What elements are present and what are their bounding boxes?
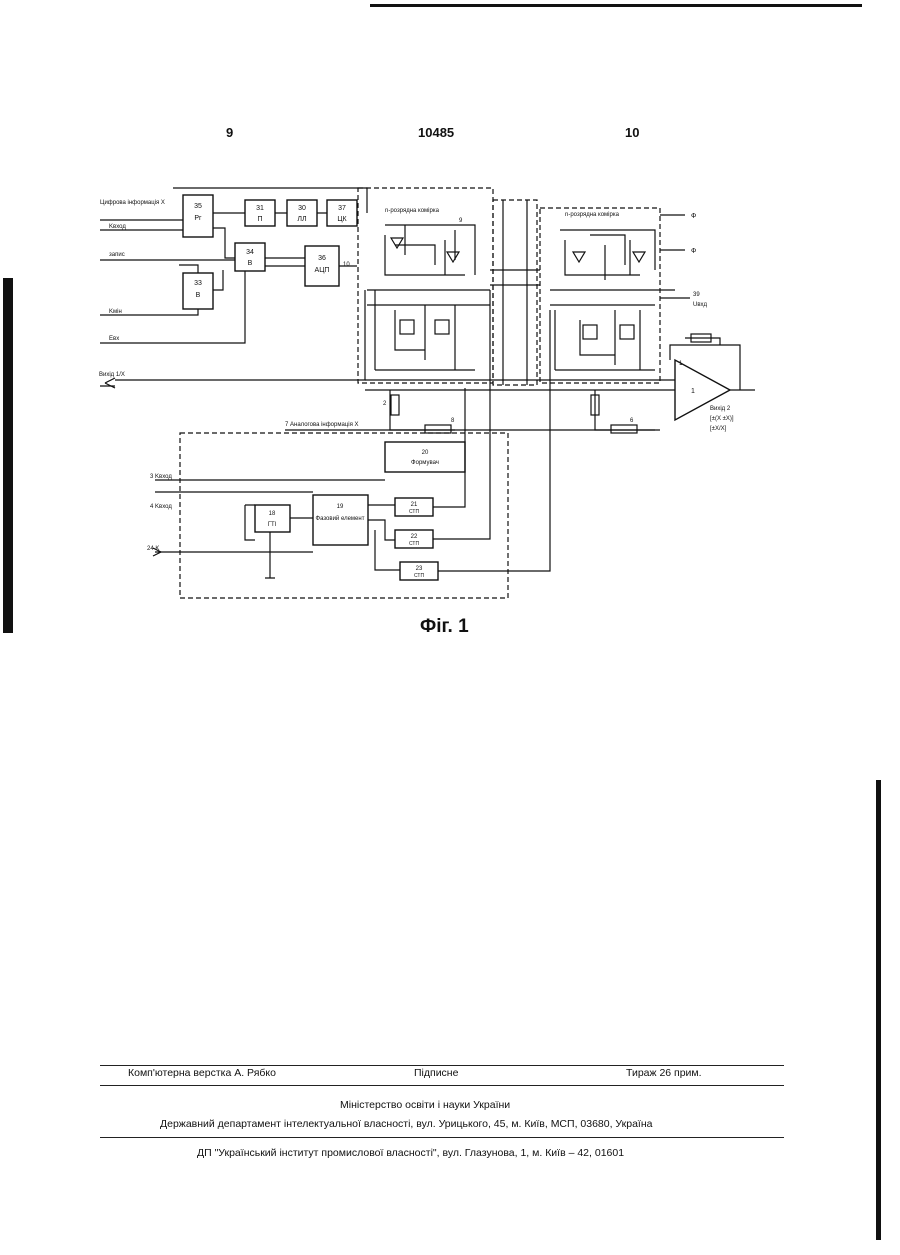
page-number-left: 9	[226, 125, 233, 140]
block-name: ГТІ	[268, 522, 277, 528]
block-35: 35 Рг	[183, 195, 213, 237]
label-num39: 39	[693, 292, 700, 298]
label-phi1: Ф	[691, 213, 696, 220]
footer-institute: ДП "Український інститут промислової вла…	[197, 1147, 624, 1159]
block-name: ЦК	[337, 216, 347, 223]
footer-ministry: Міністерство освіти і науки України	[340, 1099, 510, 1111]
block-id: 18	[269, 511, 276, 517]
label-vyhid-1: Вихід 1/X	[99, 372, 125, 378]
block-name: Рг	[194, 215, 202, 222]
block-id: 21	[411, 502, 418, 508]
block-id: 19	[337, 504, 344, 510]
block-19: 19 Фазовий елемент	[313, 495, 368, 545]
group-middle	[493, 200, 537, 385]
block-id: 31	[256, 205, 264, 212]
block-id: 35	[194, 203, 202, 210]
scan-edge-top	[370, 4, 862, 7]
block-id: 23	[416, 566, 423, 572]
block-name: П	[257, 216, 262, 223]
block-name: СТП	[409, 541, 419, 547]
page-number-right: 10	[625, 125, 639, 140]
label-e-vh: Eвх	[109, 336, 119, 342]
label-num8: 8	[451, 418, 455, 424]
label-n-razr-pam: n-розрядна комірка	[565, 212, 620, 218]
footer-circulation: Тираж 26 прим.	[626, 1067, 702, 1079]
scan-edge-right	[876, 780, 881, 1240]
label-x3-output: 24 K	[147, 546, 159, 552]
label-zpis: запис	[109, 252, 125, 258]
block-name: В	[248, 260, 253, 267]
block-id: 34	[246, 249, 254, 256]
footer-composer: Комп'ютерна верстка А. Рябко	[128, 1067, 276, 1079]
block-name: ЛЛ	[297, 216, 307, 223]
circuit-diagram: 35 Рг 31 П 30 ЛЛ 37 ЦК 34 В 33 В 36 АЦП …	[95, 180, 775, 605]
label-phi2: Ф	[691, 248, 696, 255]
footer-signed: Підписне	[414, 1067, 458, 1079]
block-18: 18 ГТІ	[255, 505, 290, 532]
label-num6: 6	[630, 418, 634, 424]
block-name: Фазовий елемент	[316, 515, 365, 522]
label-n-razr-kl: n-розрядна комірка	[385, 208, 440, 214]
block-31: 31 П	[245, 200, 275, 226]
label-out2-formula: [±(X ±X)]	[710, 416, 734, 422]
figure-caption: Фіг. 1	[420, 616, 469, 638]
block-name: СТП	[414, 573, 424, 579]
footer-rule-top	[100, 1065, 784, 1066]
scan-edge-left	[3, 278, 13, 633]
block-name: СТП	[409, 509, 419, 515]
footer-department: Державний департамент інтелектуальної вл…	[160, 1118, 652, 1130]
label-num10: 10	[343, 262, 350, 268]
block-id: 36	[318, 255, 326, 262]
label-k-vhid: Kвход	[109, 224, 126, 230]
block-id: 20	[422, 450, 429, 456]
block-20: 20 Формувач	[385, 442, 465, 472]
block-name: Формувач	[411, 460, 439, 466]
block-21: 21 СТП	[395, 498, 433, 516]
label-u-vh: Uвхд	[693, 302, 708, 308]
label-out2: Вихід 2	[710, 406, 731, 412]
patent-number: 10485	[418, 125, 454, 140]
group-right-register	[540, 208, 660, 383]
label-x1-input: 3 Kвход	[150, 474, 172, 480]
block-33: 33 В	[183, 273, 213, 309]
block-36: 36 АЦП	[305, 246, 339, 286]
block-name: АЦП	[315, 267, 330, 274]
label-x2-input: 4 Kвход	[150, 504, 172, 510]
block-23: 23 СТП	[400, 562, 438, 580]
block-id: 1	[691, 388, 695, 395]
label-k-min: Kмін	[109, 309, 122, 315]
label-digital-input: Цифрова інформація X	[100, 200, 165, 206]
label-analog-info: 7 Аналогова інформація X	[285, 422, 359, 428]
block-id: 33	[194, 280, 202, 287]
block-34: 34 В	[235, 243, 265, 271]
block-30: 30 ЛЛ	[287, 200, 317, 226]
label-out2-formula2: [±X/X]	[710, 426, 727, 432]
block-id: 30	[298, 205, 306, 212]
block-37: 37 ЦК	[327, 200, 357, 226]
block-22: 22 СТП	[395, 530, 433, 548]
block-name: В	[196, 292, 201, 299]
footer-rule-bottom	[100, 1137, 784, 1138]
block-id: 22	[411, 534, 418, 540]
label-num2: 2	[383, 401, 387, 407]
label-num9: 9	[459, 218, 463, 224]
footer-rule-middle	[100, 1085, 784, 1086]
block-id: 37	[338, 205, 346, 212]
